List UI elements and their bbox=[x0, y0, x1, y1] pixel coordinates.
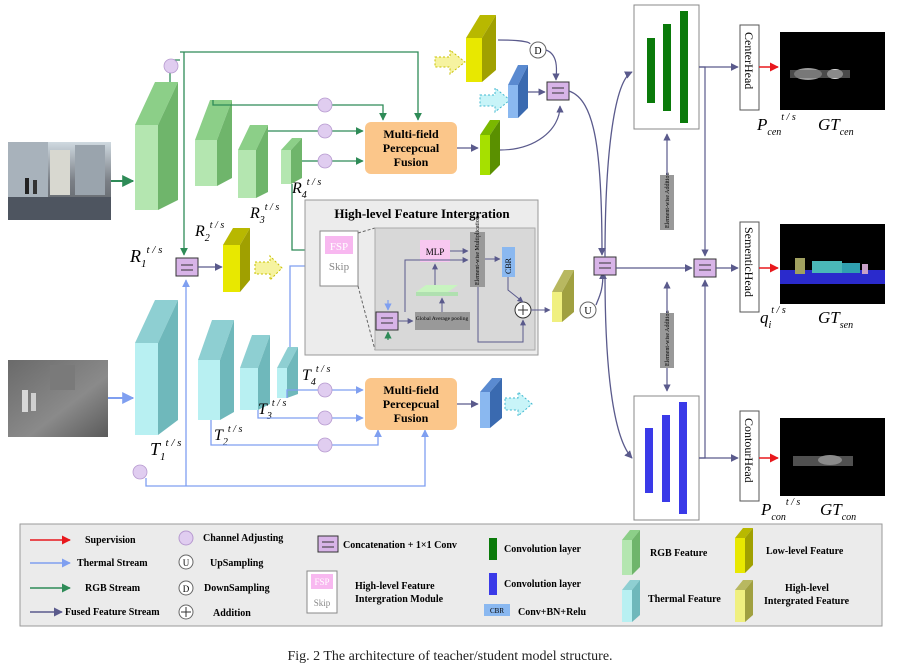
mlp-label: MLP bbox=[426, 247, 445, 257]
fsp-label: FSP bbox=[330, 241, 348, 253]
thermal-input-image bbox=[8, 360, 108, 437]
semantic-head-box: SementicHead bbox=[739, 221, 760, 313]
center-concat bbox=[593, 71, 633, 459]
legend-thermal-stream: Thermal Stream bbox=[77, 558, 148, 569]
svg-text:Multi-field: Multi-field bbox=[383, 383, 439, 397]
legend-high-level-2: Intergrated Feature bbox=[764, 596, 850, 607]
thermal-stream-arrows bbox=[145, 262, 429, 487]
svg-text:Element-wise Addition: Element-wise Addition bbox=[665, 173, 671, 229]
center-head-box: CenterHead bbox=[739, 24, 760, 111]
hfi-module: High-level Feature Intergration FSP Skip… bbox=[304, 199, 551, 356]
gt-contour-image bbox=[780, 418, 885, 496]
legend-hfi-2: Intergration Module bbox=[355, 594, 444, 605]
legend-downsampling: DownSampling bbox=[204, 583, 270, 594]
top-fusion-branch: D bbox=[434, 15, 606, 256]
gt-semantic-image bbox=[780, 224, 885, 304]
mff-top-output bbox=[457, 120, 500, 175]
label-q-i: qit / s bbox=[760, 305, 786, 331]
legend-addition: Addition bbox=[213, 608, 251, 619]
svg-text:FSP: FSP bbox=[314, 577, 329, 587]
svg-text:D: D bbox=[183, 584, 190, 594]
label-r2: R2t / s bbox=[194, 220, 224, 244]
svg-text:Fusion: Fusion bbox=[394, 411, 429, 425]
legend-channel-adjusting: Channel Adjusting bbox=[203, 533, 283, 544]
legend: Supervision Thermal Stream RGB Stream Fu… bbox=[19, 523, 883, 627]
rgb-encoder bbox=[135, 82, 302, 210]
legend-concat: Concatenation + 1×1 Conv bbox=[343, 540, 457, 551]
cbr-label: CBR bbox=[504, 257, 513, 274]
supervision-arrows bbox=[759, 62, 779, 463]
legend-cbr: Conv+BN+Relu bbox=[518, 607, 587, 618]
label-gt-cen: GTcen bbox=[818, 115, 854, 138]
hfi-output: U bbox=[552, 270, 607, 322]
skip-label: Skip bbox=[329, 261, 350, 273]
mff-bottom: Multi-field Percepcual Fusion bbox=[365, 378, 457, 430]
svg-text:ContourHead: ContourHead bbox=[742, 418, 756, 483]
legend-low-level: Low-level Feature bbox=[766, 546, 844, 557]
svg-text:Element-wise Addition: Element-wise Addition bbox=[665, 311, 671, 367]
semantic-concat bbox=[616, 63, 739, 462]
legend-conv-blue: Convolution layer bbox=[504, 579, 582, 590]
label-t2: T2t / s bbox=[214, 424, 242, 448]
contour-decoder bbox=[633, 395, 700, 521]
legend-rgb-stream: RGB Stream bbox=[85, 583, 141, 594]
gap-label: Global Average pooling bbox=[416, 316, 469, 322]
thermal-channel-adjust-circles bbox=[132, 382, 333, 480]
legend-upsampling: UpSampling bbox=[210, 558, 263, 569]
legend-supervision: Supervision bbox=[85, 535, 136, 546]
output-labels: Pcent / s GTcen qit / s GTsen Pcont / s … bbox=[756, 112, 856, 523]
legend-fused-stream: Fused Feature Stream bbox=[65, 607, 160, 618]
label-t1: T1t / s bbox=[150, 437, 181, 463]
legend-rgb-feature: RGB Feature bbox=[650, 548, 708, 559]
mff-top: Multi-field Percepcual Fusion bbox=[365, 122, 457, 174]
label-p-cen: Pcent / s bbox=[756, 112, 796, 138]
legend-conv-green: Convolution layer bbox=[504, 544, 582, 555]
hfi-title: High-level Feature Intergration bbox=[334, 206, 510, 221]
figure-caption: Fig. 2 The architecture of teacher/stude… bbox=[287, 649, 613, 664]
label-r3: R3t / s bbox=[249, 202, 279, 226]
svg-text:CBR: CBR bbox=[490, 607, 504, 615]
label-r4: R4t / s bbox=[291, 177, 321, 201]
ew-mult-label: Element-wise Multiplication bbox=[475, 216, 481, 285]
rgb-feature-labels: R1t / s R2t / s R3t / s R4t / s bbox=[129, 177, 321, 270]
label-t3: T3t / s bbox=[258, 398, 286, 422]
mff-bottom-output bbox=[457, 378, 533, 428]
label-t4: T4t / s bbox=[302, 364, 330, 388]
svg-text:Fusion: Fusion bbox=[394, 155, 429, 169]
legend-high-level-1: High-level bbox=[785, 583, 829, 594]
svg-text:Percepcual: Percepcual bbox=[383, 397, 440, 411]
svg-text:U: U bbox=[183, 558, 190, 568]
label-p-con: Pcont / s bbox=[760, 497, 800, 523]
contour-head-box: ContourHead bbox=[739, 410, 760, 502]
rgb-input-image bbox=[8, 142, 111, 220]
concat-low-level bbox=[175, 228, 283, 292]
thermal-encoder bbox=[135, 300, 298, 435]
gt-center-image bbox=[780, 32, 885, 110]
legend-thermal-feature: Thermal Feature bbox=[648, 594, 721, 605]
downsample-symbol: D bbox=[534, 46, 541, 57]
svg-text:Percepcual: Percepcual bbox=[383, 141, 440, 155]
svg-text:Multi-field: Multi-field bbox=[383, 127, 439, 141]
center-decoder bbox=[633, 4, 700, 130]
legend-hfi-1: High-level Feature bbox=[355, 581, 435, 592]
svg-text:Skip: Skip bbox=[314, 598, 331, 608]
svg-text:CenterHead: CenterHead bbox=[742, 32, 756, 89]
thermal-feature-labels: T1t / s T2t / s T3t / s T4t / s bbox=[150, 364, 330, 463]
upsample-symbol: U bbox=[584, 306, 592, 317]
label-r1: R1t / s bbox=[129, 244, 162, 270]
ew-addition-boxes: Element-wise Addition Element-wise Addit… bbox=[660, 133, 674, 392]
rgb-channel-adjust-circles bbox=[163, 58, 333, 169]
svg-text:SementicHead: SementicHead bbox=[742, 227, 756, 297]
label-gt-sen: GTsen bbox=[818, 308, 853, 331]
label-gt-con: GTcon bbox=[820, 500, 856, 523]
